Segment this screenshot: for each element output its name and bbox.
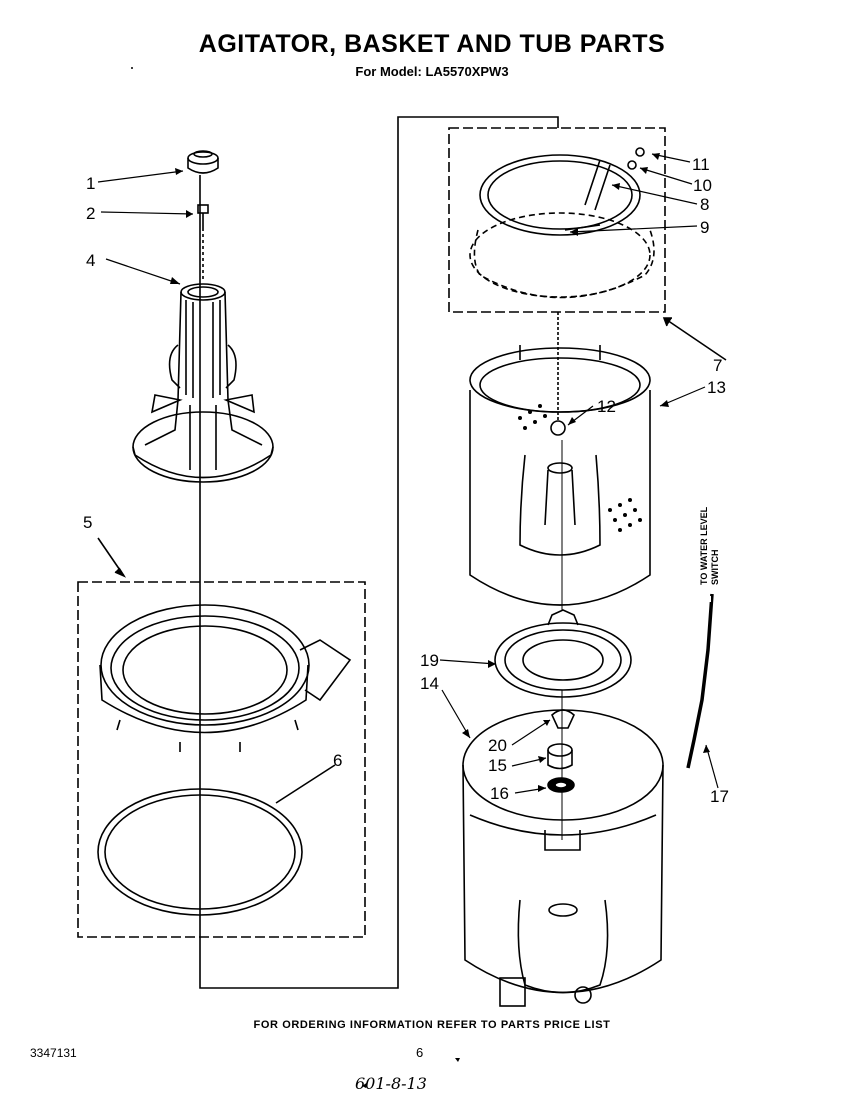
water-level-switch-note: TO WATER LEVEL SWITCH — [699, 506, 720, 585]
leader-arrowheads — [170, 153, 710, 792]
callout-labels: 1 2 4 5 6 11 10 8 9 7 13 12 19 14 20 15 … — [83, 155, 729, 806]
callout-17: 17 — [710, 787, 729, 806]
stray-marks — [131, 67, 460, 1088]
callout-19: 19 — [420, 651, 439, 670]
callout-11: 11 — [692, 155, 710, 174]
connector-lines — [199, 116, 563, 989]
callout-20: 20 — [488, 736, 507, 755]
agitator-bolt — [197, 204, 209, 280]
hub-nut — [547, 777, 575, 793]
callout-9: 9 — [700, 218, 709, 237]
page-number: 6 — [416, 1045, 424, 1060]
side-note-line-1: TO WATER LEVEL — [699, 506, 709, 585]
agitator-cap — [187, 150, 219, 174]
callout-2: 2 — [86, 204, 95, 223]
spin-seal — [547, 743, 573, 770]
document-number: 3347131 — [30, 1046, 77, 1060]
tub-ring — [469, 147, 655, 299]
washer-basket — [469, 345, 651, 606]
drive-hub — [494, 609, 632, 698]
tub-ring-box — [448, 127, 727, 361]
callout-16: 16 — [490, 784, 509, 803]
callout-14: 14 — [420, 674, 439, 693]
leader-lines — [97, 153, 719, 794]
callout-10: 10 — [693, 176, 712, 195]
handwritten-note: 601-8-13 — [355, 1074, 427, 1093]
callout-5: 5 — [83, 513, 92, 532]
basket-ring — [99, 604, 352, 752]
water-level-hose — [686, 593, 714, 769]
outer-tub — [462, 709, 664, 1007]
ordering-footer: FOR ORDERING INFORMATION REFER TO PARTS … — [253, 1019, 611, 1031]
callout-1: 1 — [86, 174, 95, 193]
hub-clip — [551, 709, 575, 729]
callout-15: 15 — [488, 756, 507, 775]
callout-13: 13 — [707, 378, 726, 397]
callout-4: 4 — [86, 251, 95, 270]
page-title: AGITATOR, BASKET AND TUB PARTS — [198, 30, 666, 58]
balance-ring-box — [77, 537, 366, 938]
callout-8: 8 — [700, 195, 709, 214]
agitator — [132, 283, 274, 483]
callout-7: 7 — [713, 356, 722, 375]
callout-6: 6 — [333, 751, 342, 770]
callout-12: 12 — [597, 397, 616, 416]
model-subtitle: For Model: LA5570XPW3 — [355, 64, 509, 79]
seal-ring — [97, 764, 336, 916]
side-note-line-2: SWITCH — [710, 550, 720, 586]
